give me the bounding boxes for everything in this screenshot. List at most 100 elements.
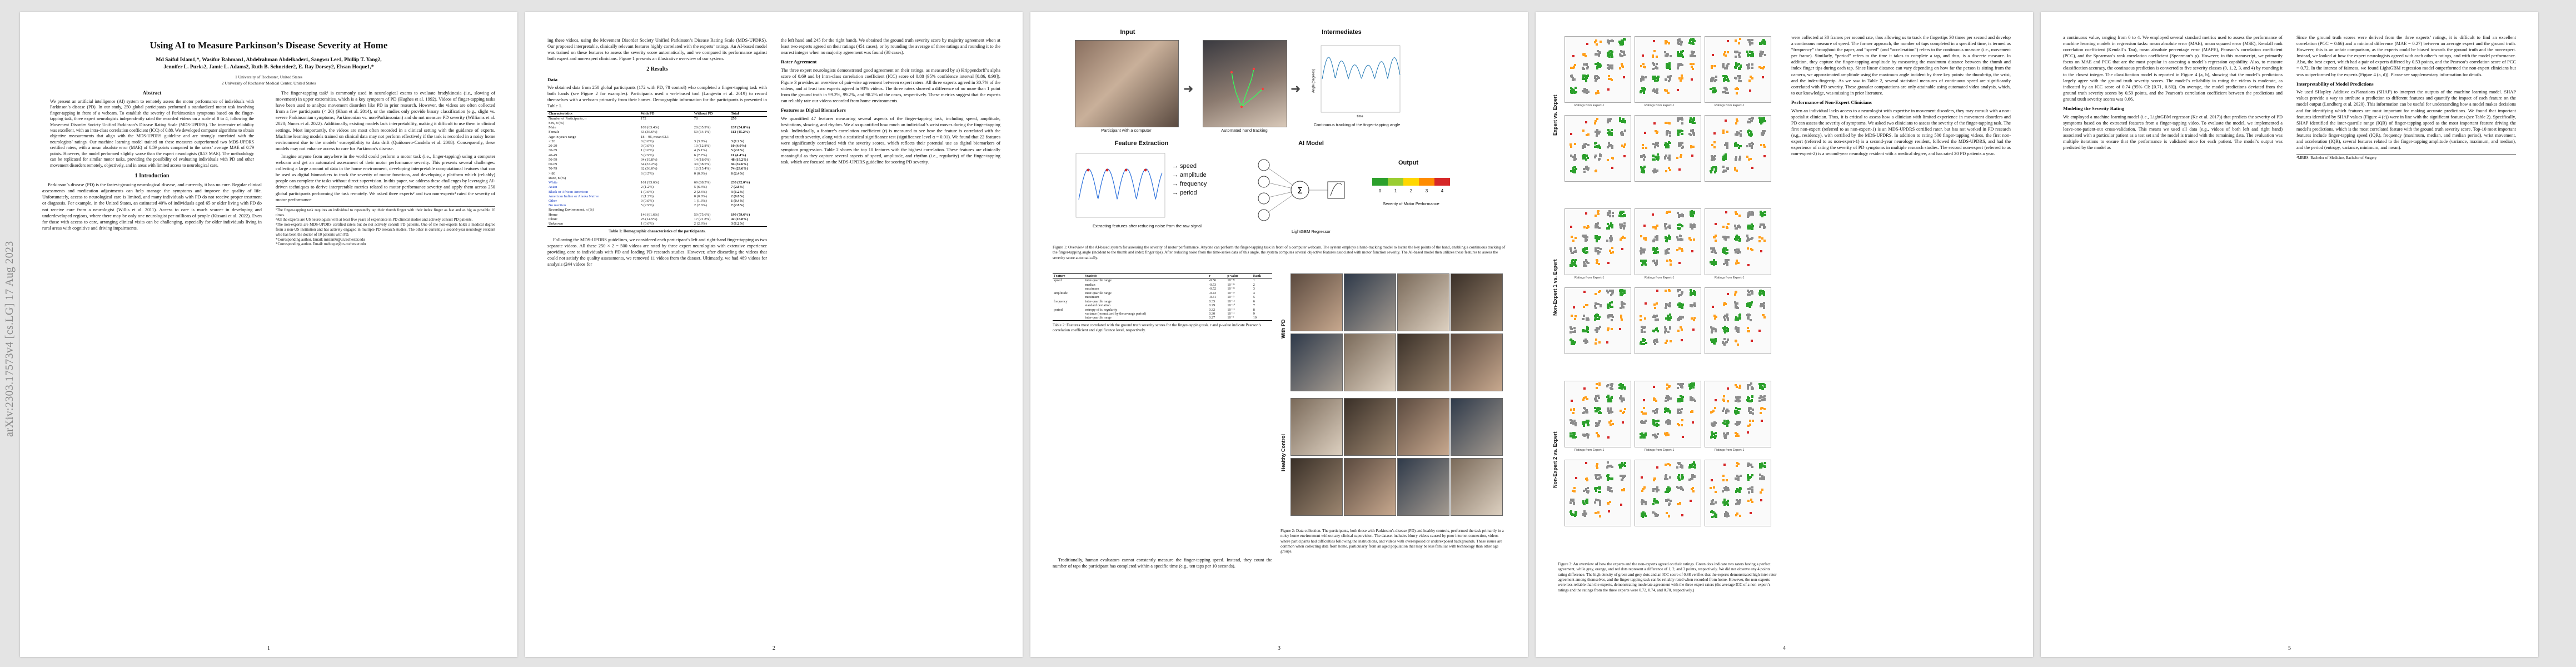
rating-point [1712, 422, 1715, 425]
rating-point [1667, 433, 1670, 436]
rating-point [1584, 89, 1587, 92]
rating-point [1640, 342, 1642, 345]
rating-point [1681, 74, 1683, 77]
rating-point [1582, 329, 1585, 332]
rating-point [1584, 330, 1587, 333]
rating-point [1735, 477, 1737, 480]
rating-point [1761, 478, 1764, 481]
feature-item: → amplitude [1172, 171, 1207, 178]
rating-point [1573, 329, 1576, 332]
rating-point [1758, 225, 1761, 228]
rating-point [1722, 262, 1725, 265]
rating-point [1611, 67, 1613, 69]
rating-point [1678, 262, 1681, 265]
rating-point [1758, 474, 1761, 476]
rating-point [1714, 422, 1717, 425]
abstract-text: We present an artificial intelligence (A… [50, 98, 254, 168]
rating-point [1607, 39, 1610, 42]
rating-point [1642, 407, 1645, 410]
rating-point [1749, 407, 1752, 410]
rating-point [1724, 156, 1727, 158]
rating-point [1610, 222, 1612, 225]
page5-right-column: Since the ground truth scores were deriv… [2296, 34, 2516, 161]
rating-point [1583, 291, 1586, 293]
rating-point [1761, 292, 1763, 295]
rating-point [1657, 76, 1660, 79]
rating-point [1655, 66, 1658, 68]
rating-point [1713, 146, 1716, 149]
rating-point [1690, 118, 1693, 121]
rating-point [1585, 76, 1588, 78]
rating-point [1586, 500, 1589, 502]
rating-point [1723, 87, 1726, 89]
rating-point [1749, 145, 1752, 147]
rating-point [1726, 39, 1729, 42]
rating-point [1676, 67, 1679, 69]
rating-point [1738, 76, 1741, 79]
rating-point [1597, 395, 1600, 397]
rating-point [1734, 399, 1737, 402]
table2-cell [1053, 283, 1084, 287]
rating-point [1715, 515, 1717, 518]
rating-point [1713, 236, 1716, 238]
agreement-scatter-panel [1705, 381, 1771, 447]
rating-point [1587, 168, 1590, 171]
rating-point [1751, 408, 1754, 411]
rating-point [1665, 223, 1667, 226]
rating-point [1680, 486, 1682, 489]
rating-point [1715, 167, 1717, 170]
rating-point [1655, 434, 1657, 437]
rating-point [1611, 238, 1613, 241]
participant-video-frame [1451, 334, 1503, 391]
rating-point [1679, 118, 1682, 121]
rating-point [1692, 132, 1695, 135]
participant-video-frame [1397, 458, 1449, 516]
rating-point [1668, 225, 1671, 227]
rating-point [1727, 503, 1730, 506]
rating-point [1722, 66, 1725, 69]
table2-cell: 0.32 [1209, 307, 1215, 312]
rating-point [1667, 42, 1670, 45]
intro-p2: The finger-tapping task¹ is commonly use… [276, 91, 495, 151]
table1-cell: Home [549, 212, 558, 217]
rating-point [1583, 422, 1586, 425]
rating-point [1608, 290, 1611, 292]
rating-point [1597, 411, 1600, 414]
rating-point [1585, 121, 1587, 124]
rating-point [1665, 317, 1667, 320]
table2-cell: 3 [1253, 287, 1255, 291]
table1-cell: 17 (21.8%) [694, 217, 711, 221]
rating-point [1653, 122, 1656, 125]
rating-point [1758, 397, 1761, 400]
rating-point [1693, 55, 1696, 58]
table1-cell: Asian [549, 185, 557, 190]
rating-point [1653, 78, 1656, 81]
rating-point [1643, 512, 1646, 515]
table1-cell: 48 (19.2%) [731, 157, 748, 162]
rating-point [1657, 432, 1660, 435]
rating-point [1607, 400, 1610, 402]
rating-point [1725, 341, 1728, 344]
rating-point [1623, 474, 1626, 477]
rating-point [1692, 215, 1695, 218]
rating-point [1751, 39, 1754, 42]
rating-point [1607, 461, 1610, 464]
rating-point [1763, 386, 1766, 389]
rating-point [1738, 421, 1741, 424]
rating-point [1722, 225, 1725, 228]
rating-point [1681, 316, 1684, 318]
rating-point [1618, 466, 1621, 469]
rating-point [1623, 76, 1626, 78]
rating-point [1761, 119, 1763, 122]
rating-point [1669, 476, 1672, 479]
rating-point [1713, 132, 1716, 135]
rating-point [1735, 386, 1738, 389]
rating-point [1587, 133, 1590, 136]
fig3-xaxis-label: Ratings from Expert-1 [1645, 104, 1675, 107]
rating-point [1570, 92, 1573, 94]
table2-cell: 10⁻⁹ [1226, 316, 1252, 321]
agreement-scatter-panel [1635, 36, 1701, 103]
rating-point [1749, 512, 1752, 515]
